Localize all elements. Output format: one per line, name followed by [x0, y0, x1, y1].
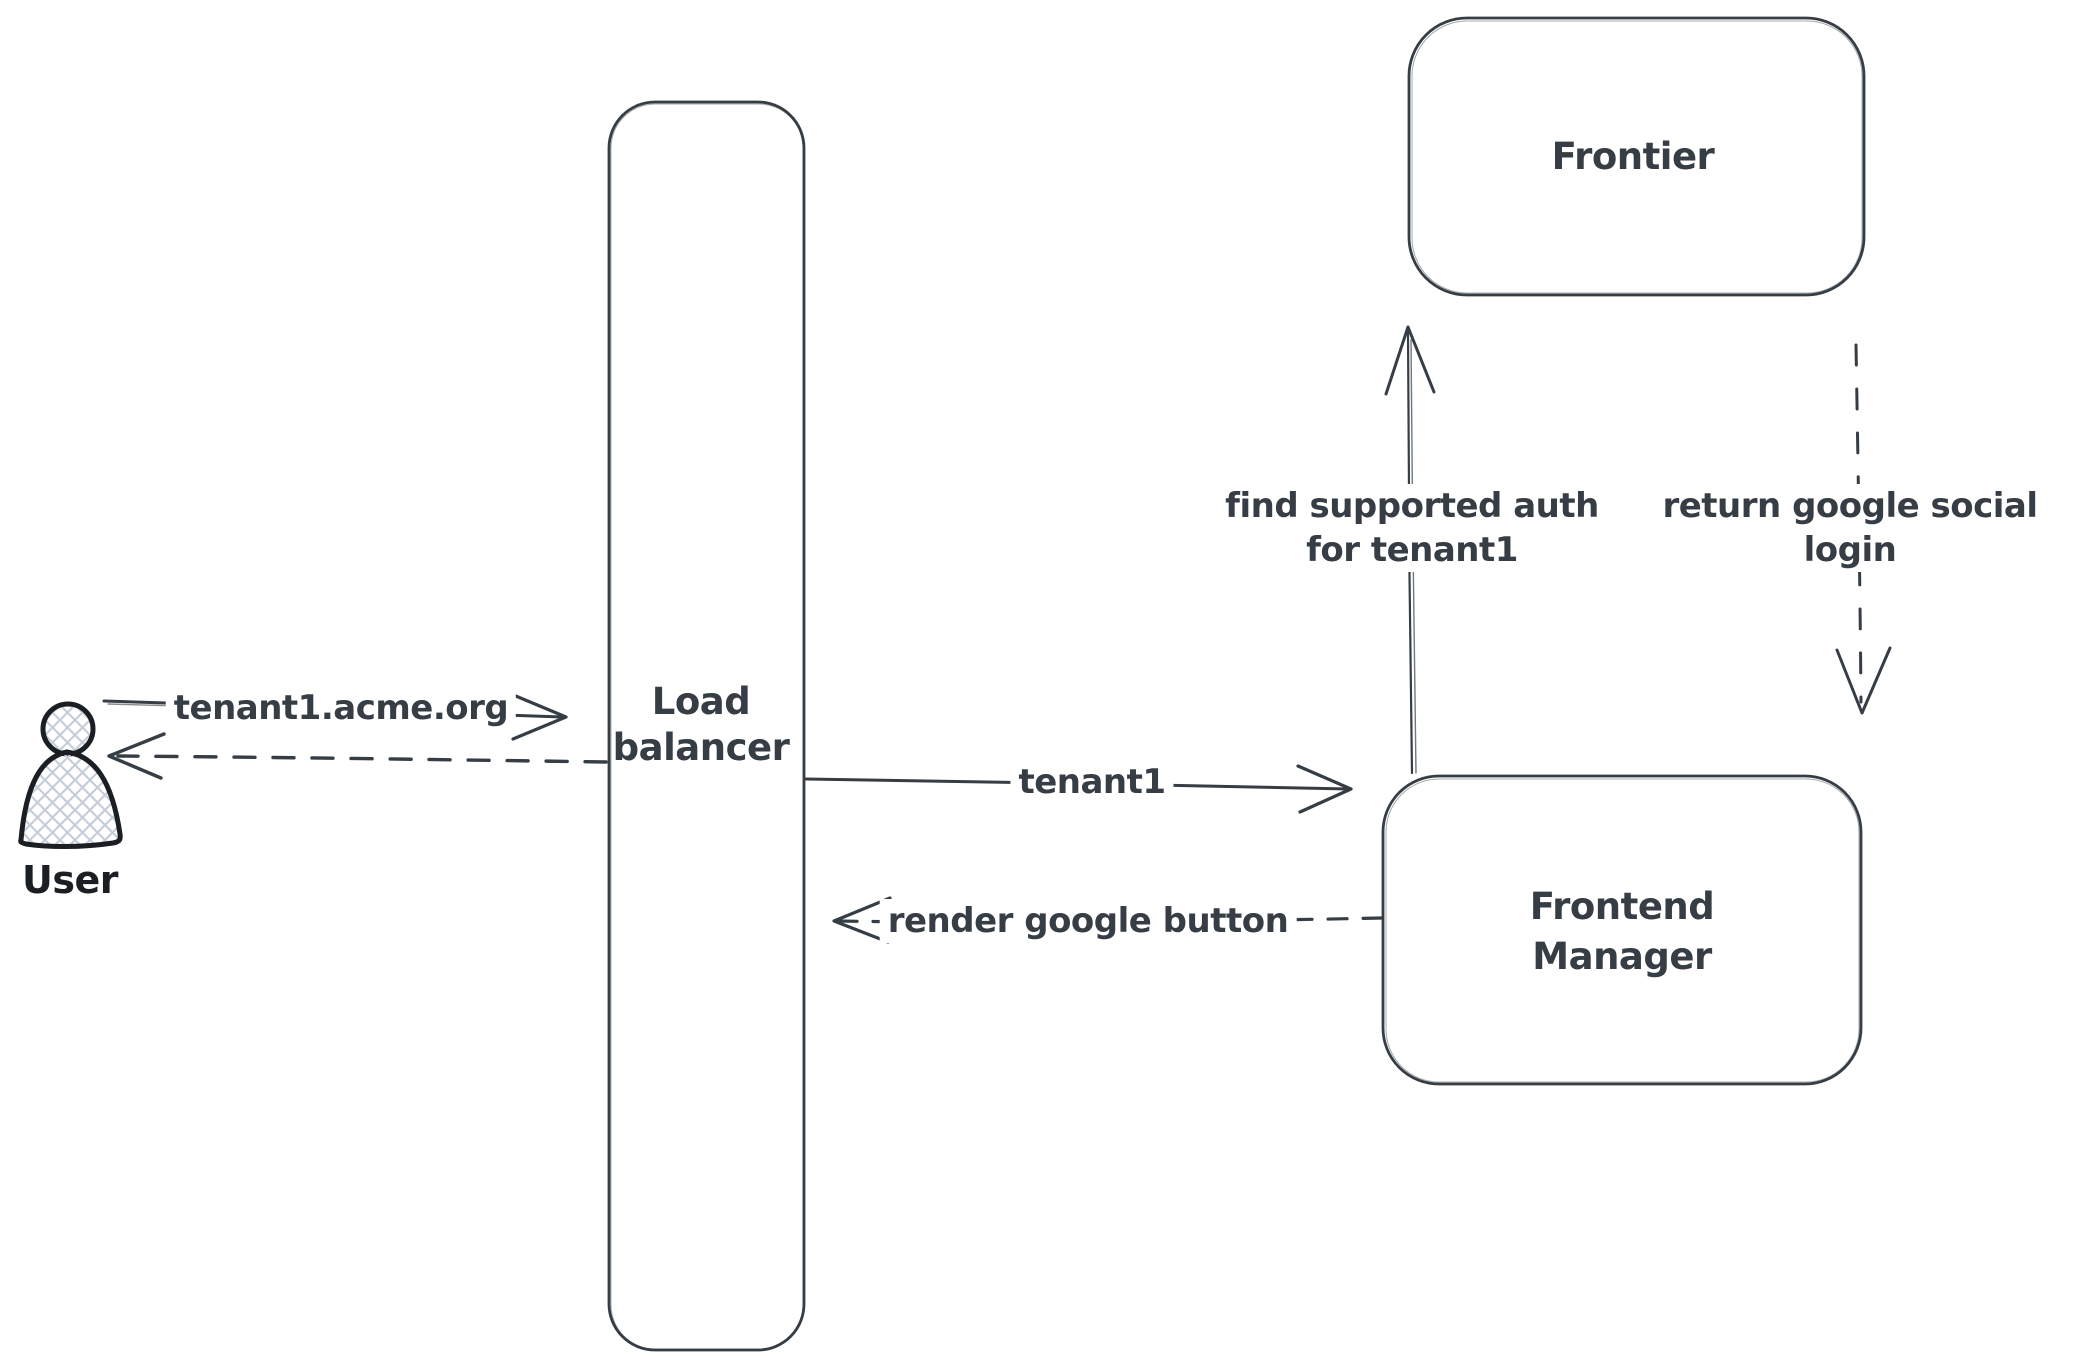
frontier-node-label: Frontier: [1551, 135, 1715, 178]
return-google-social-line2: login: [1803, 530, 1897, 570]
load-balancer-node-label: Load balancer: [613, 679, 790, 771]
find-supported-auth-line2: for tenant1: [1306, 530, 1518, 570]
frontend-manager-node-label: Frontend Manager: [1530, 882, 1715, 982]
load-balancer-node: [607, 100, 806, 1352]
frontier-node: [1407, 16, 1866, 297]
find-supported-auth-line1: find supported auth: [1225, 486, 1599, 526]
arrow-load-balancer-to-user: [107, 732, 608, 780]
return-google-social-line1: return google social: [1662, 486, 2038, 526]
frontend-manager-node: [1381, 774, 1863, 1086]
user-icon: [18, 701, 123, 849]
load-balancer-label-line1: Load: [651, 680, 751, 723]
frontend-manager-label-line2: Manager: [1532, 935, 1712, 978]
edge-label-render-google-button: render google button: [879, 899, 1297, 943]
load-balancer-label-line2: balancer: [612, 726, 790, 769]
edge-label-find-supported-auth: find supported auth for tenant1: [1217, 484, 1607, 572]
user-node-label: User: [22, 858, 119, 902]
edge-label-tenant1-acme-org: tenant1.acme.org: [165, 686, 517, 730]
frontend-manager-label-line1: Frontend: [1529, 885, 1715, 928]
edge-label-tenant1: tenant1: [1010, 760, 1174, 804]
edge-label-return-google-social-login: return google social login: [1654, 484, 2046, 572]
